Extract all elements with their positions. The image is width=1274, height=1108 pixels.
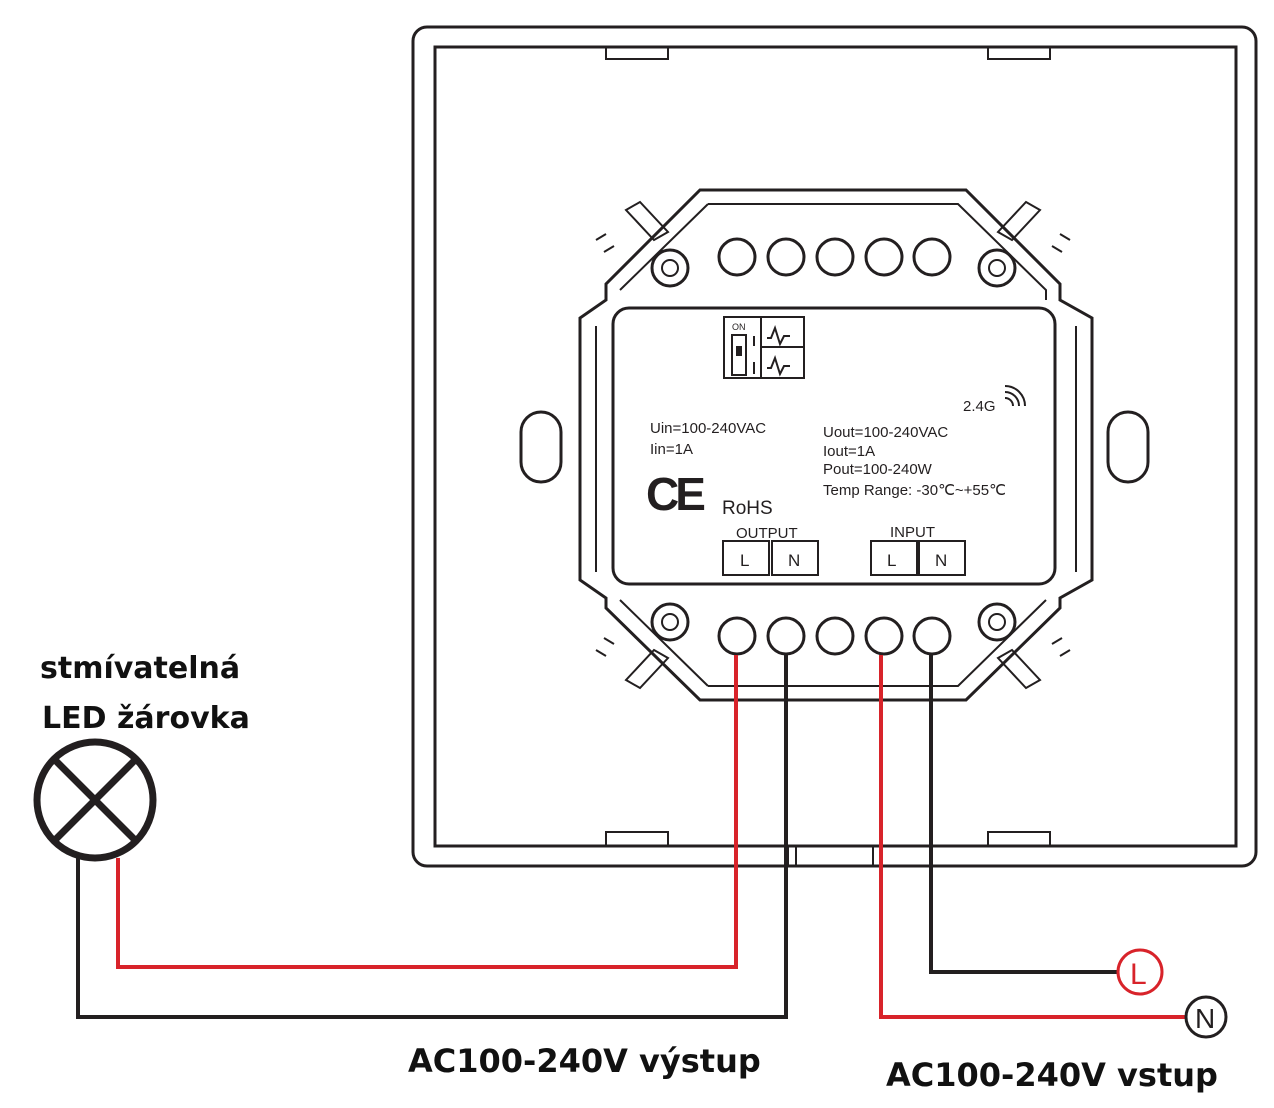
iout-label: Iout=1A <box>823 443 875 460</box>
output-neutral-wire <box>76 655 788 1019</box>
input-caption: AC100-240V vstup <box>886 1056 1218 1094</box>
dip-switch: ON <box>723 316 805 379</box>
output-label: OUTPUT <box>736 525 798 542</box>
ce-mark: CE <box>646 468 704 520</box>
top-terminals <box>717 237 952 277</box>
lamp-label-line2: LED žárovka <box>42 701 250 736</box>
wireless-icon <box>1004 385 1026 407</box>
lamp-label-line1: stmívatelná <box>40 651 240 686</box>
input-neutral-wire <box>879 655 1185 1019</box>
neutral-terminal-icon: N <box>1184 995 1228 1039</box>
dimmer-module: ON 2.4G Uin=100-240VAC Iin=1A CE RoHS Uo… <box>578 188 1094 702</box>
rating-label: ON 2.4G Uin=100-240VAC Iin=1A CE RoHS Uo… <box>611 306 1057 586</box>
output-l-label: L <box>740 551 749 570</box>
input-l-label: L <box>887 551 896 570</box>
input-n-label: N <box>935 551 947 570</box>
iin-label: Iin=1A <box>650 441 693 458</box>
live-terminal-icon: L <box>1116 948 1164 996</box>
svg-text:L: L <box>1130 958 1147 991</box>
mounting-slot-left <box>519 410 563 484</box>
screw-holes <box>650 248 1017 642</box>
output-caption: AC100-240V výstup <box>408 1042 761 1080</box>
output-n-label: N <box>788 551 800 570</box>
uout-label: Uout=100-240VAC <box>823 424 948 441</box>
output-live-wire <box>116 655 738 969</box>
svg-text:N: N <box>1195 1003 1215 1034</box>
wireless-label: 2.4G <box>963 398 996 415</box>
temp-range-label: Temp Range: -30℃~+55℃ <box>823 482 1006 499</box>
uin-label: Uin=100-240VAC <box>650 420 766 437</box>
bottom-terminals <box>717 616 952 656</box>
pout-label: Pout=100-240W <box>823 461 933 478</box>
input-live-wire <box>929 655 1118 974</box>
lamp-icon <box>33 738 157 862</box>
switch-on-label: ON <box>732 322 746 332</box>
input-label: INPUT <box>890 524 935 541</box>
rohs-label: RoHS <box>722 498 773 519</box>
mounting-slot-right <box>1106 410 1150 484</box>
